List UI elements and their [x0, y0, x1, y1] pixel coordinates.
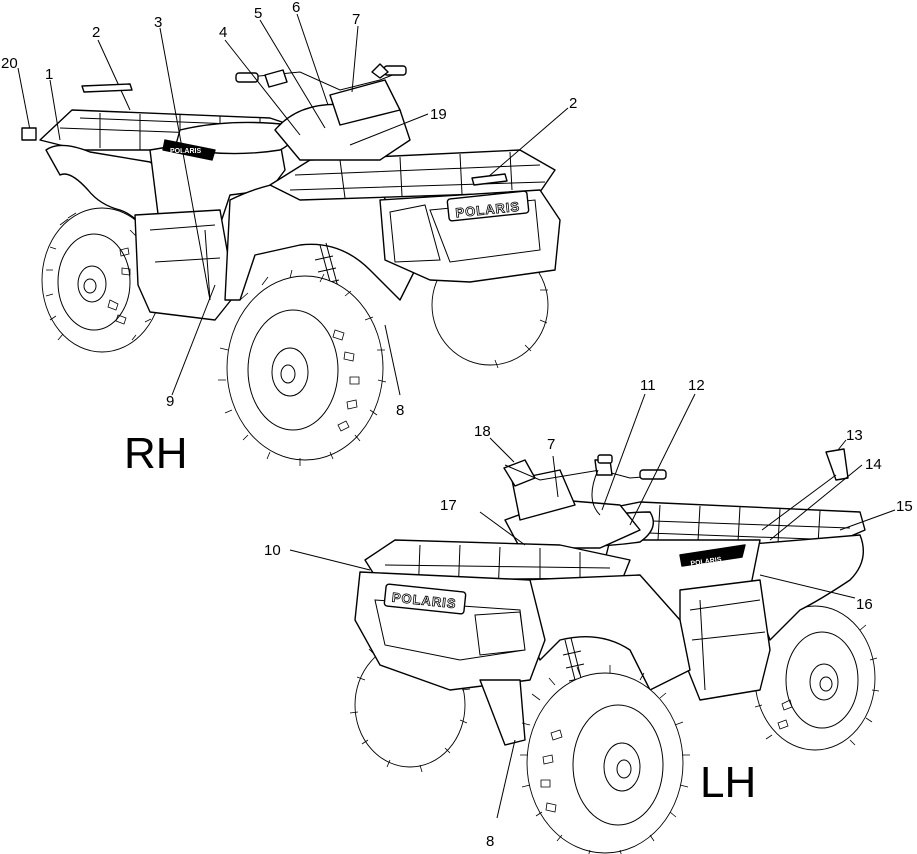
callouts-lh: 18 7 11 12 13 14 15 17 10 16 8	[264, 377, 913, 850]
callout-rh-9: 9	[166, 393, 174, 410]
callout-rh-3: 3	[154, 14, 162, 31]
callout-lh-10: 10	[264, 542, 281, 559]
callout-lh-18: 18	[474, 423, 491, 440]
view-label-rh: RH	[124, 429, 188, 478]
callout-lh-13: 13	[846, 427, 863, 444]
rh-body: POLARIS POLARIS	[39, 63, 561, 321]
atv-lh-view: POLARIS POLARIS	[349, 454, 880, 854]
callout-rh-5: 5	[254, 5, 262, 22]
callout-rh-19: 19	[430, 106, 447, 123]
callout-lh-16: 16	[856, 596, 873, 613]
callout-rh-2a: 2	[92, 24, 100, 41]
callout-rh-4: 4	[219, 24, 227, 41]
callout-rh-7: 7	[352, 11, 360, 28]
rh-front-near-wheel	[218, 269, 387, 466]
lh-polaris-logo: POLARIS	[391, 590, 457, 612]
lh-body: POLARIS POLARIS	[354, 454, 866, 746]
callouts-rh: 20 1 2 3 4 5 6 7 19 2 9 8	[1, 0, 577, 419]
callout-lh-15: 15	[896, 498, 913, 515]
callout-lh-8: 8	[486, 833, 494, 850]
callout-lh-17: 17	[440, 497, 457, 514]
lh-front-near-wheel	[520, 665, 690, 854]
atv-rh-view: POLARIS POLARIS	[39, 63, 561, 466]
callout-lh-11: 11	[640, 377, 656, 394]
rh-polaris-logo: POLARIS	[455, 199, 521, 221]
svg-text:POLARIS: POLARIS	[690, 556, 722, 567]
callout-rh-2b: 2	[569, 95, 577, 112]
svg-text:POLARIS: POLARIS	[170, 148, 201, 155]
callout-lh-14: 14	[865, 456, 882, 473]
callout-20-decal	[21, 127, 37, 141]
callout-rh-6: 6	[292, 0, 300, 16]
callout-rh-20: 20	[1, 55, 18, 72]
callout-lh-12: 12	[688, 377, 705, 394]
callout-rh-8: 8	[396, 402, 404, 419]
view-label-lh: LH	[700, 758, 756, 807]
callout-lh-7: 7	[547, 436, 555, 453]
callout-rh-1: 1	[45, 66, 53, 83]
